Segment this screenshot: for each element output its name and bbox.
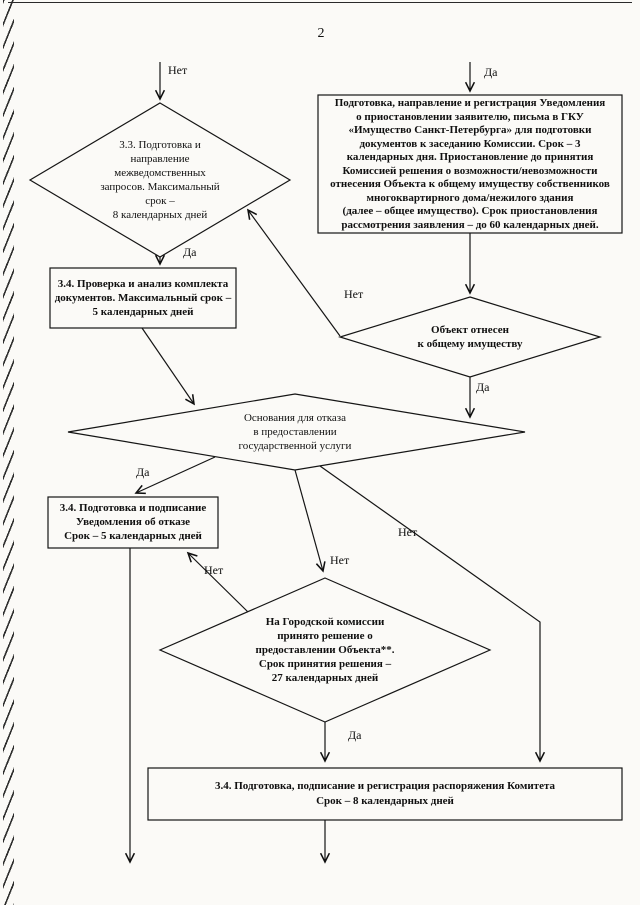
binding-edge-decoration — [3, 0, 14, 905]
node-city-commission-text: На Городской комиссии принято решение о … — [255, 616, 395, 684]
edge-no-grounds-to-order — [319, 465, 546, 763]
node-interagency-requests-text: 3.3. Подготовка и направление межведомст… — [100, 139, 220, 221]
page-number: 2 — [317, 26, 325, 41]
page-top-edge — [8, 2, 632, 3]
edge-no-commission-to-refusal-notice — [186, 551, 249, 613]
shape-common-property-diamond — [337, 296, 603, 378]
edge-label-grounds-no-commission: Нет — [330, 553, 350, 567]
node-document-check-text: 3.4. Проверка и анализ комплекта докумен… — [54, 278, 232, 318]
shape-committee-order-rect — [147, 767, 623, 821]
node-refusal-grounds-text: Основания для отказа в предоставлении го… — [238, 412, 352, 452]
shape-suspension-notice-rect — [317, 94, 623, 234]
edge-label-common-property-no: Нет — [344, 287, 364, 301]
edge-label-refusal-grounds-yes: Да — [136, 465, 150, 479]
shape-refusal-grounds-diamond — [67, 393, 526, 471]
edge-label-requests-to-check-yes: Да — [183, 245, 197, 259]
edge-label-common-property-yes: Да — [476, 380, 490, 394]
edge-label-grounds-no-order: Нет — [398, 525, 418, 539]
edge-label-top-left-no: Нет — [168, 63, 188, 77]
node-refusal-notice-text: 3.4. Подготовка и подписание Уведомления… — [59, 502, 207, 542]
edge-check-to-refusal-grounds — [141, 327, 195, 406]
shape-refusal-notice-rect — [47, 496, 219, 549]
edge-label-commission-yes: Да — [348, 728, 362, 742]
edge-no-grounds-to-commission — [294, 469, 326, 573]
shape-city-commission-diamond — [158, 577, 492, 723]
node-committee-order-text: 3.4. Подготовка, подписание и регистраци… — [214, 780, 556, 807]
shape-interagency-requests-diamond — [28, 102, 292, 258]
edge-no-object-to-requests — [246, 208, 341, 337]
edge-yes-grounds-to-refusal-notice — [134, 456, 216, 495]
edge-label-top-right-yes: Да — [484, 65, 498, 79]
node-suspension-notice-text: Подготовка, направление и регистрация Ув… — [330, 97, 610, 231]
edge-label-commission-no: Нет — [204, 563, 224, 577]
shape-document-check-rect — [49, 267, 237, 329]
node-common-property-text: Объект отнесен к общему имуществу — [417, 324, 523, 350]
